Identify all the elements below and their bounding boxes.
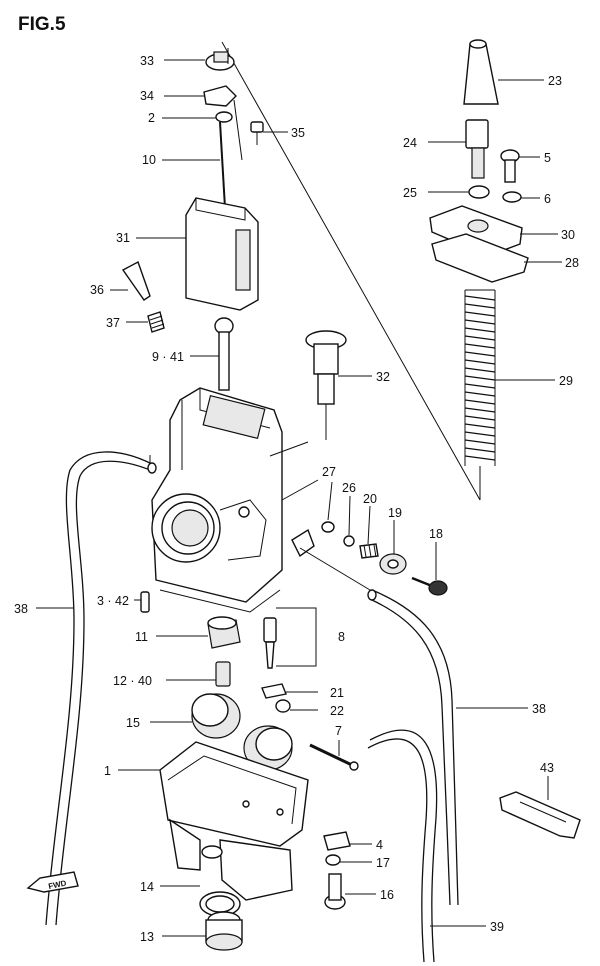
callout-33: 33 xyxy=(140,54,154,68)
part-14-oring xyxy=(199,891,241,917)
part-8-jet-needle xyxy=(263,617,277,669)
callout-1: 1 xyxy=(104,764,111,778)
part-4-plate xyxy=(323,831,351,851)
part-2-clip xyxy=(215,111,233,123)
part-19-nut xyxy=(379,553,407,575)
callout-7: 7 xyxy=(335,724,342,738)
part-18-screw xyxy=(411,576,448,596)
part-25-nut xyxy=(468,185,490,199)
part-16-bolt xyxy=(324,873,346,910)
callout-19: 19 xyxy=(388,506,402,520)
callout-9-41: 9 · 41 xyxy=(152,350,184,364)
callout-14: 14 xyxy=(140,880,154,894)
part-35-screw xyxy=(250,121,264,145)
part-30-top-cover xyxy=(429,205,523,257)
callout-36: 36 xyxy=(90,283,104,297)
callout-13: 13 xyxy=(140,930,154,944)
part-11-holder xyxy=(207,616,241,649)
callout-21: 21 xyxy=(330,686,344,700)
callout-18: 18 xyxy=(429,527,443,541)
part-38-hose-left xyxy=(45,451,157,926)
part-32-starter xyxy=(305,330,347,440)
part-1-float-bowl xyxy=(159,741,309,901)
callout-20: 20 xyxy=(363,492,377,506)
callout-30: 30 xyxy=(561,228,575,242)
callout-37: 37 xyxy=(106,316,120,330)
callout-38-right: 38 xyxy=(532,702,546,716)
callout-17: 17 xyxy=(376,856,390,870)
callout-5: 5 xyxy=(544,151,551,165)
callout-11: 11 xyxy=(135,630,148,644)
callout-25: 25 xyxy=(403,186,417,200)
fwd-label: FWD xyxy=(48,878,68,891)
part-20-spring xyxy=(359,543,379,559)
leader-lines xyxy=(36,59,562,937)
callout-6: 6 xyxy=(544,192,551,206)
callout-35: 35 xyxy=(291,126,305,140)
callout-28: 28 xyxy=(565,256,579,270)
part-37-spring xyxy=(147,311,165,333)
callout-43: 43 xyxy=(540,761,554,775)
part-27-oring xyxy=(321,521,335,533)
callout-32: 32 xyxy=(376,370,390,384)
part-9-41-adjuster xyxy=(214,317,234,391)
callout-labels: 33 34 2 35 10 23 24 5 25 6 30 28 31 36 3… xyxy=(14,54,579,944)
callout-22: 22 xyxy=(330,704,344,718)
callout-4: 4 xyxy=(376,838,383,852)
part-34-plate xyxy=(203,85,243,161)
part-5-screw xyxy=(500,149,520,183)
callout-31: 31 xyxy=(116,231,130,245)
callout-12-40: 12 · 40 xyxy=(113,674,152,688)
callout-8: 8 xyxy=(338,630,345,644)
part-12-40-jet xyxy=(215,661,231,687)
callout-2: 2 xyxy=(148,111,155,125)
part-26-washer xyxy=(343,535,355,547)
part-33-cap xyxy=(205,48,235,71)
part-23-boot xyxy=(463,39,499,105)
callout-15: 15 xyxy=(126,716,140,730)
part-7-pin xyxy=(309,743,359,771)
part-28-gasket xyxy=(431,233,529,283)
callout-27: 27 xyxy=(322,465,336,479)
part-21-clip xyxy=(261,683,287,699)
part-15-float xyxy=(191,693,293,771)
callout-23: 23 xyxy=(548,74,562,88)
fwd-arrow-icon: FWD xyxy=(26,871,79,893)
part-39-hose xyxy=(367,729,438,963)
callout-24: 24 xyxy=(403,136,417,150)
callout-34: 34 xyxy=(140,89,154,103)
part-6-washer xyxy=(502,191,522,203)
callout-26: 26 xyxy=(342,481,356,495)
callout-3-42: 3 · 42 xyxy=(97,594,129,608)
callout-38-left: 38 xyxy=(14,602,28,616)
part-38-hose-right xyxy=(367,589,459,906)
part-43-bracket xyxy=(499,791,581,839)
callout-29: 29 xyxy=(559,374,573,388)
part-24-adjuster xyxy=(465,119,489,179)
part-13-drain-plug xyxy=(205,911,243,951)
part-36-screw xyxy=(121,260,151,301)
part-17-washer xyxy=(325,854,341,866)
callout-16: 16 xyxy=(380,888,394,902)
callout-10: 10 xyxy=(142,153,156,167)
part-29-spring xyxy=(464,289,496,500)
figure-title: FIG.5 xyxy=(18,14,66,35)
part-22-screw xyxy=(275,699,291,713)
part-3-42-jet xyxy=(140,591,150,613)
carburetor-body xyxy=(151,387,371,613)
callout-39: 39 xyxy=(490,920,504,934)
part-31-throttle-slide xyxy=(185,197,259,311)
